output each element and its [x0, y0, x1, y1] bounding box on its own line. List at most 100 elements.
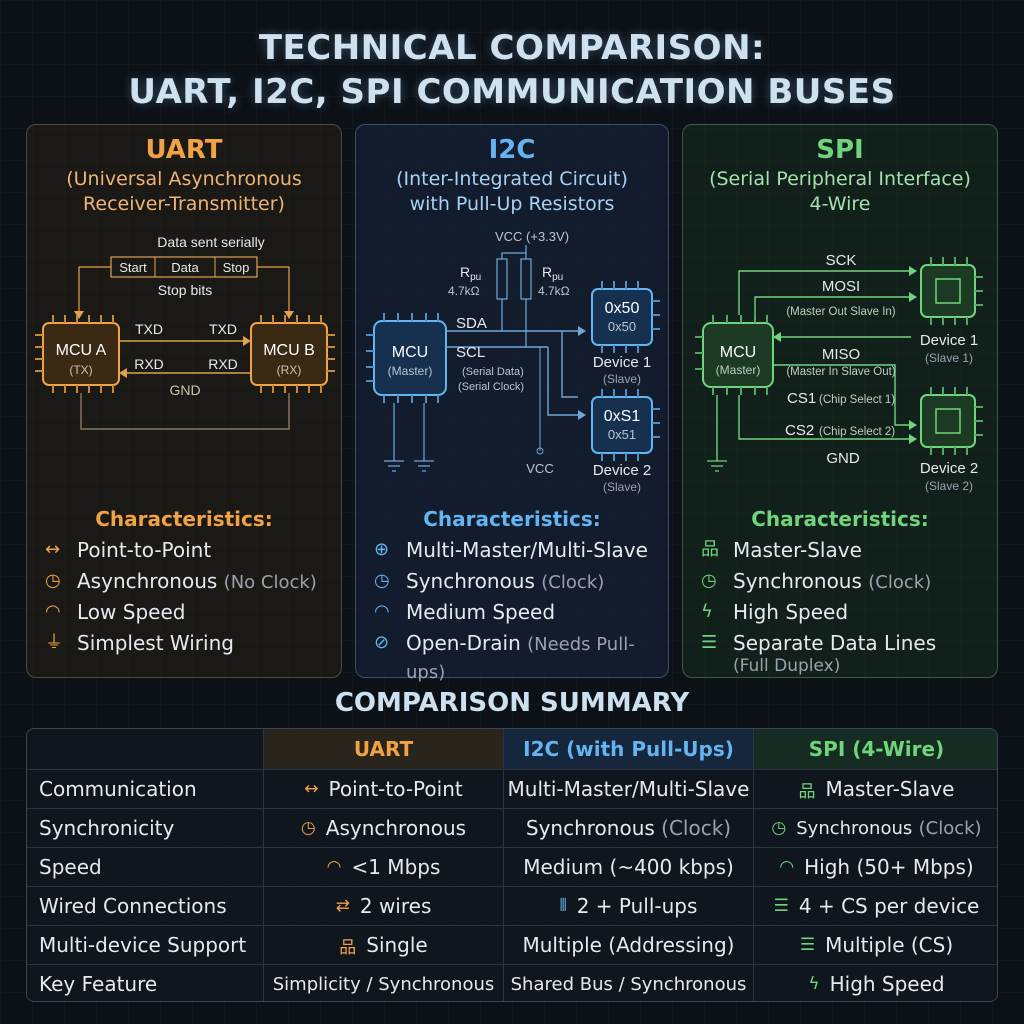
- i2c-device-1-chip: [591, 281, 660, 353]
- list-item: ◠Medium Speed: [374, 599, 664, 630]
- uart-rxd-a: RXD: [134, 356, 164, 372]
- uart-frame-data: Data: [171, 260, 199, 275]
- uart-panel: UART (Universal Asynchronous Receiver-Tr…: [26, 124, 342, 678]
- cell-text: Medium (~400 kbps): [523, 855, 734, 879]
- i2c-mcu-chip: [366, 313, 447, 403]
- spi-cs1-desc: (Chip Select 1): [819, 394, 895, 406]
- table-row: Synchronicity ◷Asynchronous Synchronous …: [27, 808, 997, 847]
- list-item-note: (No Clock): [223, 572, 317, 593]
- table-row: Wired Connections ⇄ 2 wires ⫴2 + Pull-ups…: [27, 886, 997, 925]
- spi-cell: ☰Multiple (CS): [753, 926, 997, 964]
- uart-cell: ↔Point-to-Point: [263, 770, 503, 808]
- uart-cell: Simplicity / Synchronous: [263, 965, 503, 1001]
- list-item: ◷Synchronous (Clock): [374, 568, 664, 599]
- row-label: Speed: [39, 855, 102, 879]
- list-item: ⊘Open-Drain (Needs Pull-ups): [374, 630, 664, 683]
- i2c-scl-label: SCL: [456, 344, 485, 361]
- uart-frame-arrow-left: [78, 266, 111, 313]
- i2c-sda-bus: [561, 331, 578, 398]
- spi-cell: ◠High (50+ Mbps): [753, 848, 997, 886]
- i2c-vcc-top: VCC (+3.3V): [495, 229, 569, 244]
- clock-icon: ◷: [701, 570, 717, 591]
- uart-frame-start: Start: [119, 260, 147, 275]
- table-header-i2c: I2C (with Pull-Ups): [503, 729, 753, 769]
- plug-icon: ⏚: [45, 632, 63, 653]
- spi-characteristics-title: Characteristics:: [751, 507, 929, 531]
- uart-title: UART: [145, 135, 223, 165]
- uart-mcu-a-role: (TX): [69, 363, 92, 377]
- page-title: TECHNICAL COMPARISON: UART, I2C, SPI COM…: [0, 26, 1024, 114]
- row-label: Synchronicity: [39, 816, 175, 840]
- i2c-vcc-rail: [501, 245, 527, 259]
- spi-miso-desc: (Master In Slave Out): [786, 366, 895, 378]
- i2c-title: I2C: [488, 135, 536, 165]
- table-row: Speed ◠<1 Mbps Medium (~400 kbps) ◠High …: [27, 847, 997, 886]
- spi-title: SPI: [816, 135, 864, 165]
- spi-cell: ◷Synchronous (Clock): [753, 809, 997, 847]
- i2c-subtitle: (Inter-Integrated Circuit) with Pull-Up …: [356, 167, 668, 217]
- spi-gnd-label: GND: [826, 450, 860, 467]
- uart-subtitle-line-2: Receiver-Transmitter): [83, 193, 285, 215]
- i2c-cell: Multi-Master/Multi-Slave: [503, 770, 753, 808]
- table-header-row: UART I2C (with Pull-Ups) SPI (4-Wire): [27, 729, 997, 769]
- i2c-mcu-label: MCU: [392, 344, 428, 361]
- uart-diagram: Data sent serially Start Data Stop Stop …: [35, 234, 335, 430]
- uart-gnd-label: GND: [169, 382, 200, 398]
- uart-frame-caption: Data sent serially: [157, 234, 264, 250]
- hierarchy-icon: 品: [339, 937, 357, 958]
- cell-text: 2 wires: [359, 894, 432, 918]
- uart-arrowhead: [74, 311, 84, 319]
- cell-text: Master-Slave: [825, 777, 955, 801]
- i2c-cell: Shared Bus / Synchronous: [503, 965, 753, 1001]
- uart-txd-b: TXD: [209, 321, 237, 337]
- i2c-vcc-bottom: VCC: [526, 461, 553, 476]
- spi-subtitle: (Serial Peripheral Interface) 4-Wire: [683, 167, 997, 217]
- spi-device-2-chip: [920, 387, 983, 455]
- i2c-characteristics-title: Characteristics:: [423, 507, 601, 531]
- cell-text: 2 + Pull-ups: [576, 894, 698, 918]
- i2c-device-2-chip: [591, 389, 660, 461]
- gauge-icon: ◠: [374, 601, 390, 622]
- clock-icon: ◷: [300, 818, 316, 838]
- i2c-diagram: VCC (+3.3V) Rpu 4.7kΩ Rpu 4.7kΩ MCU (Mas…: [366, 229, 660, 494]
- list-item-note: (Full Duplex): [733, 656, 841, 676]
- spi-diagram: MCU (Master) SCK MOSI (Master Out Slave …: [695, 252, 983, 493]
- i2c-panel: I2C (Inter-Integrated Circuit) with Pull…: [355, 124, 669, 683]
- cell-text: Shared Bus / Synchronous: [510, 973, 747, 995]
- uart-arrowhead: [119, 368, 127, 378]
- uart-gnd-line: [80, 393, 290, 430]
- cell-text: Point-to-Point: [328, 777, 463, 801]
- swap-arrows-icon: ⇄: [335, 896, 350, 916]
- list-item-text: High Speed: [733, 600, 849, 624]
- spi-cs2-desc: (Chip Select 2): [819, 426, 895, 438]
- table-header-empty: [27, 729, 263, 769]
- spi-device-1-chip: [920, 257, 983, 325]
- cell-text: Single: [366, 933, 428, 957]
- i2c-device-2-label: Device 2: [593, 462, 651, 479]
- i2c-device-2-role: (Slave): [603, 480, 641, 494]
- spi-mosi-desc: (Master Out Slave In): [786, 306, 895, 318]
- i2c-scl-bus: [547, 347, 578, 416]
- database-icon: ☰: [799, 935, 816, 955]
- spi-arrowhead: [909, 292, 917, 302]
- list-item-text: Synchronous (Clock): [733, 568, 931, 596]
- uart-mcu-a-chip: [35, 315, 120, 393]
- i2c-sda-label: SDA: [456, 315, 487, 332]
- row-label: Wired Connections: [39, 894, 227, 918]
- spi-mcu-chip: [695, 315, 774, 395]
- database-icon: ☰: [773, 896, 789, 916]
- spi-mcu-role: (Master): [716, 363, 761, 377]
- cell-note: (Clock): [918, 817, 982, 839]
- list-item-text: Low Speed: [77, 600, 186, 624]
- uart-subtitle-line-1: (Universal Asynchronous: [66, 168, 302, 190]
- cell-text: <1 Mbps: [351, 855, 441, 879]
- i2c-cell: ⫴2 + Pull-ups: [503, 887, 753, 925]
- i2c-resistor-1: [496, 258, 508, 300]
- spi-miso-label: MISO: [822, 346, 860, 363]
- spi-device-1-role: (Slave 1): [925, 351, 973, 365]
- list-item-text: Master-Slave: [733, 538, 862, 562]
- i2c-resistor-2: [520, 258, 532, 300]
- uart-rxd-b: RXD: [208, 356, 238, 372]
